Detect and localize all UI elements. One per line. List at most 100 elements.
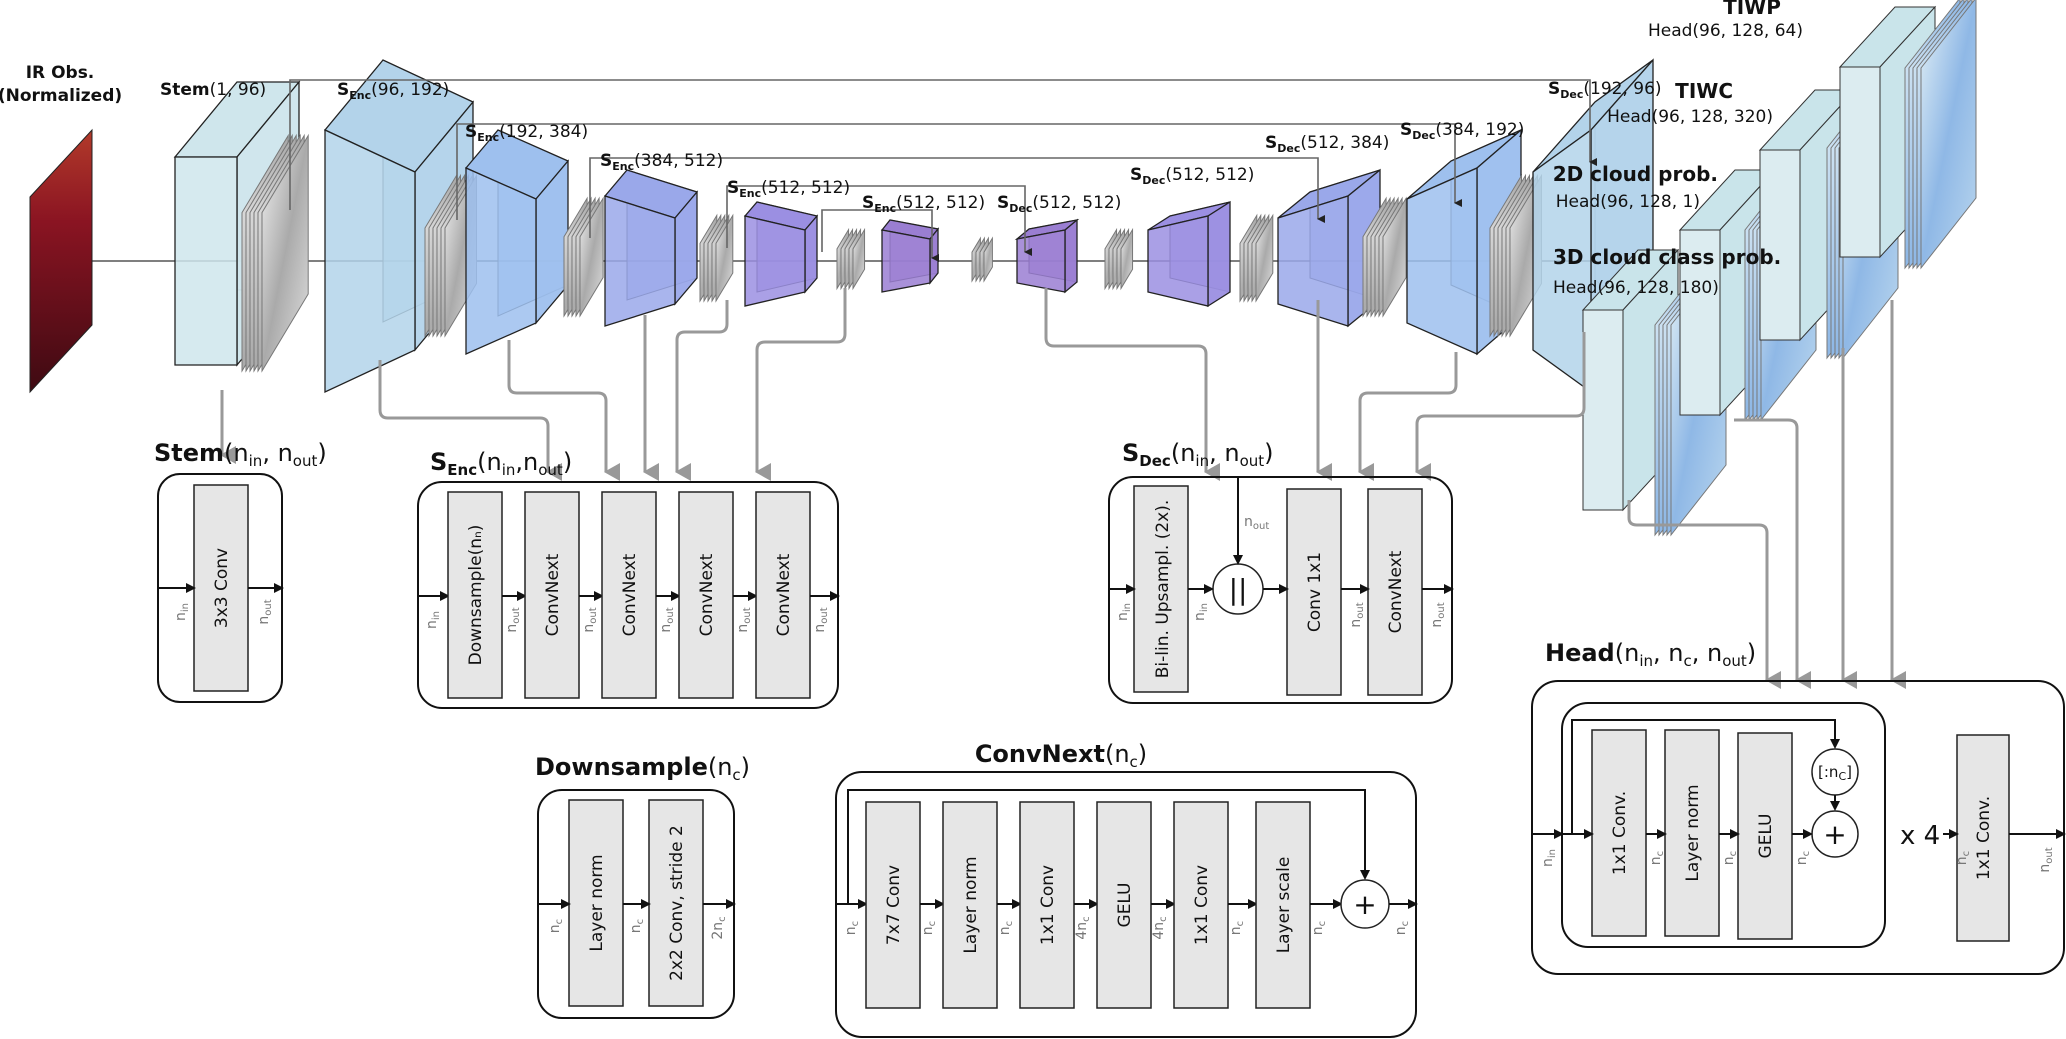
layer-label: GELU: [1756, 814, 1776, 859]
add-symbol: +: [1353, 888, 1376, 921]
feature-map-stack: [241, 133, 309, 373]
head-title-3d-cloud: 3D cloud class prob.: [1553, 245, 1781, 269]
skip-connections: [289, 79, 1597, 262]
dim-label: nout: [2037, 847, 2055, 872]
block-front-face: [744, 215, 806, 307]
head-block-title: Head(nin, nc, nout): [1545, 639, 1756, 670]
head-args-3d-cloud: Head(96, 128, 180): [1553, 278, 1719, 298]
feature-map: [983, 236, 993, 283]
dim-label: 4nc: [1074, 916, 1092, 939]
block-side-face: [804, 214, 818, 294]
stage-label-stem: Stem(1, 96): [160, 80, 266, 100]
dim-label: nc: [1393, 921, 1411, 935]
feature-map: [715, 213, 734, 303]
stage-label-enc-3: SEnc(384, 512): [600, 151, 723, 173]
dec-block-1: [1014, 218, 1080, 294]
dim-label: nout: [1348, 602, 1366, 627]
stage-label-enc-2: SEnc(192, 384): [465, 122, 588, 144]
block-front-face: [1016, 229, 1066, 293]
block-connectors: [220, 288, 1906, 689]
add-symbol: +: [1823, 818, 1846, 851]
layer-box: [193, 484, 249, 692]
layer-label: 1x1 Conv.: [1610, 791, 1630, 875]
layer-label: Layer norm: [587, 854, 607, 951]
stage-label-dec-4: SDec(384, 192): [1400, 120, 1524, 142]
feature-map: [261, 133, 309, 373]
dim-label: nc: [1310, 921, 1328, 935]
block-front-face: [1147, 215, 1209, 307]
stage-label-dec-3: SDec(512, 384): [1265, 133, 1389, 155]
layer-box: [1664, 729, 1720, 937]
connector-dec-1: [1044, 288, 1220, 481]
head-block-diagram: Head(nin, nc, nout) 1x1 Conv. Layer norm…: [1531, 639, 2066, 975]
stage-labels: Stem(1, 96) SEnc(96, 192) SEnc(192, 384)…: [160, 79, 1662, 215]
layer-box: [1255, 801, 1311, 1009]
layer-box: [447, 491, 503, 699]
dim-label: nout: [735, 607, 753, 632]
layer-box: [648, 799, 704, 1007]
head-outer-frame: [1531, 680, 2065, 975]
dim-label: nc: [843, 921, 861, 935]
stage-label-enc-4: SEnc(512, 512): [727, 178, 850, 200]
block-front-face: [604, 195, 676, 327]
skip-line-1: [289, 79, 1597, 210]
connector-dec-3: [1358, 352, 1458, 481]
feature-map: [579, 196, 604, 318]
layer-label: Layer scale: [1274, 857, 1294, 954]
dim-label: nc: [1648, 851, 1666, 865]
connector-head-2d: [1734, 418, 1811, 689]
connector-head-3d: [1627, 500, 1781, 689]
dim-label: 2nc: [710, 916, 728, 939]
layer-label: Conv 1x1: [1305, 552, 1325, 632]
skip-line-3: [589, 157, 1325, 238]
head-block-tiwp: [1838, 0, 1977, 270]
input-label-line1: IR Obs.: [26, 63, 95, 83]
slice-symbol: [:nC]: [1818, 763, 1852, 783]
layer-label: GELU: [1115, 883, 1135, 928]
dim-label: nout: [1429, 602, 1447, 627]
stage-label-dec-1: SDec(512, 512): [997, 193, 1121, 215]
block-front-face: [881, 229, 931, 293]
layer-box: [1019, 801, 1075, 1009]
block-front-face: [324, 128, 416, 394]
layer-label: 1x1 Conv.: [1974, 796, 1994, 880]
layer-label: 1x1 Conv: [1192, 865, 1212, 945]
layer-label: Layer norm: [1683, 784, 1703, 881]
head-args-2d-cloud: Head(96, 128, 1): [1556, 192, 1700, 212]
dim-label: nin: [1115, 603, 1133, 621]
feature-map-stack: [563, 196, 604, 318]
layer-label: ConvNext: [774, 553, 794, 636]
feature-map-stack: [699, 213, 734, 303]
dim-label: nout: [504, 607, 522, 632]
block-front-face: [1406, 167, 1478, 355]
dim-label: nc: [1794, 851, 1812, 865]
dim-label: nc: [1721, 851, 1739, 865]
residual-arrow: [847, 789, 1370, 904]
output-map: [1920, 0, 1977, 270]
unet-pipeline: IR Obs. (Normalized) Stem(1, 96) SEnc(96…: [0, 0, 1977, 689]
stem-block-diagram: Stem(nin, nout) 3x3 Conv nin nout: [154, 439, 327, 703]
enc-block-3: [603, 169, 699, 327]
block-front-face: [1679, 229, 1721, 416]
head-title-2d-cloud: 2D cloud prob.: [1553, 162, 1718, 186]
block-front-face: [1277, 195, 1349, 327]
stage-label-enc-1: SEnc(96, 192): [337, 80, 449, 102]
layer-label: 3x3 Conv: [212, 548, 232, 628]
dec-block-title: SDec(nin, nout): [1122, 439, 1274, 470]
layer-box: [755, 491, 811, 699]
connector-enc-1: [378, 360, 562, 481]
enc-block-2: [464, 129, 570, 355]
enc-block-5: [880, 219, 940, 293]
head-title-tiwc: TIWC: [1675, 79, 1733, 103]
layer-label: Layer norm: [961, 856, 981, 953]
head-title-tiwp: TIWP: [1723, 0, 1781, 19]
head-inner-frame: [1561, 702, 1886, 948]
connector-enc-4: [675, 300, 729, 481]
layer-label: 7x7 Conv: [884, 865, 904, 945]
layer-box: [524, 491, 580, 699]
input-ir-map: [29, 128, 93, 394]
feature-map: [1255, 213, 1274, 303]
